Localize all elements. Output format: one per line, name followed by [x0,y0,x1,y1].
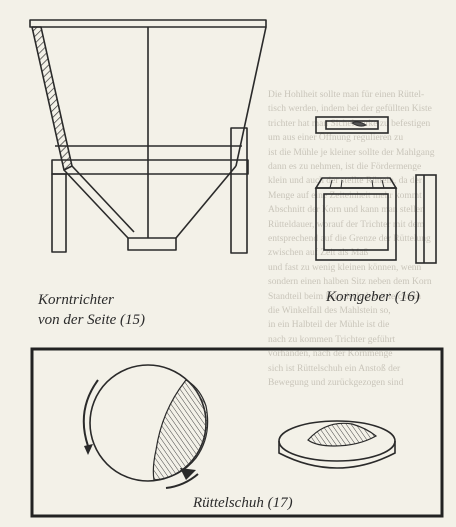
background-text-line: um aus einer Öffnung regulieren zu [268,133,404,144]
background-text-line: klein und auch der stellte Rütteln, da d… [268,176,423,187]
background-text-line: die Winkelfall des Mahlstein so, [268,306,391,316]
background-text-line: Rütteldauer, worauf der Trichter mit dem [268,219,425,230]
funnel-outlet [127,237,177,251]
background-text-line: Bewegung und zurückgezogen sind [268,378,404,388]
funnel-top-rim [29,19,267,28]
shoe-caption: Rüttelschuh (17) [190,494,296,513]
background-text-line: in ein Halbteil der Mühle ist die [268,320,390,331]
background-text-line: Menge auf eine Zeiteinheit mehr kommt [268,190,422,201]
shoe-frame [30,347,444,518]
background-text-line: vorhanden, nach der Kornmenge [268,349,393,360]
background-text-line: sich ist Rüttelschuh ein Anstoß der [268,363,401,374]
feeder-drawing [314,116,437,264]
feeder-side-view [415,174,437,264]
funnel-leg-right [230,127,248,254]
background-text-line: Abschnitt der Korn und kann man stellen [268,205,425,216]
background-text-line: sondern einen halben Sitz neben dem Korn [268,277,432,288]
background-text-line: dann es zu nehmen, ist die Fördermenge [268,162,422,172]
shoe-drawing [82,364,396,489]
background-text-line: Standteil beim Rüttelschuh mit leichtem [268,291,422,302]
funnel-left-wall-hatched [31,26,73,171]
background-text-line: tisch werden, indem bei der gefüllten Ki… [268,104,432,115]
background-text-line: zwischen auf Zeit als Maß [268,248,369,259]
background-text-line: Die Hohlheit sollte man für einen Rüttel… [268,90,425,100]
feeder-top-view [315,116,389,134]
funnel-leg-left [51,173,67,253]
background-text-line: ist die Mühle je kleiner sollte der Mahl… [268,147,435,158]
background-text-line: entsprechend auf die Grenze der Rüttelun… [268,234,431,244]
funnel-drawing [29,19,267,254]
funnel-caption-line1: Korntrichter [38,292,114,308]
feeder-caption: Korngeber (16) [326,289,420,305]
background-text-line: nach zu kommen Trichter geführt [268,334,396,345]
funnel-caption-line2: von der Seite (15) [38,312,146,328]
funnel-support-bar [51,159,249,175]
background-text-line: trichter hat man Sichelwerke zu befestig… [268,118,431,129]
feeder-front-frame [315,187,397,261]
background-text-line: und fast zu wenig kleinen können, wenn [268,262,422,273]
